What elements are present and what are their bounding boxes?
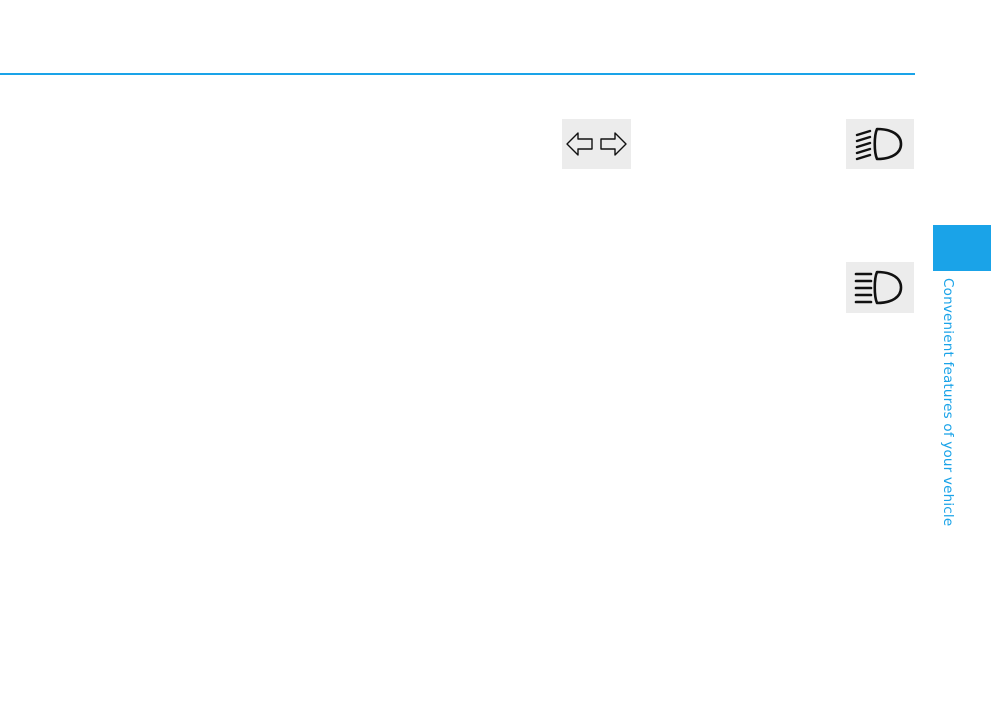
chapter-tab xyxy=(933,225,991,271)
turn-signal-icon-box xyxy=(562,119,631,169)
right-arrow-icon xyxy=(600,132,627,156)
high-beam-headlight-icon xyxy=(854,270,903,305)
turn-signal-arrows-icon xyxy=(566,132,627,156)
low-beam-headlight-icon xyxy=(855,127,903,161)
headlight-lamp-shape xyxy=(873,127,903,161)
chapter-title: Convenient features of your vehicle xyxy=(940,278,956,527)
low-beam-icon-box xyxy=(846,119,914,169)
headlight-lamp-shape xyxy=(873,270,903,305)
high-beam-rays xyxy=(854,272,873,304)
left-arrow-icon xyxy=(566,132,593,156)
high-beam-icon-box xyxy=(846,262,914,313)
low-beam-rays xyxy=(855,129,872,161)
header-rule xyxy=(0,73,915,75)
